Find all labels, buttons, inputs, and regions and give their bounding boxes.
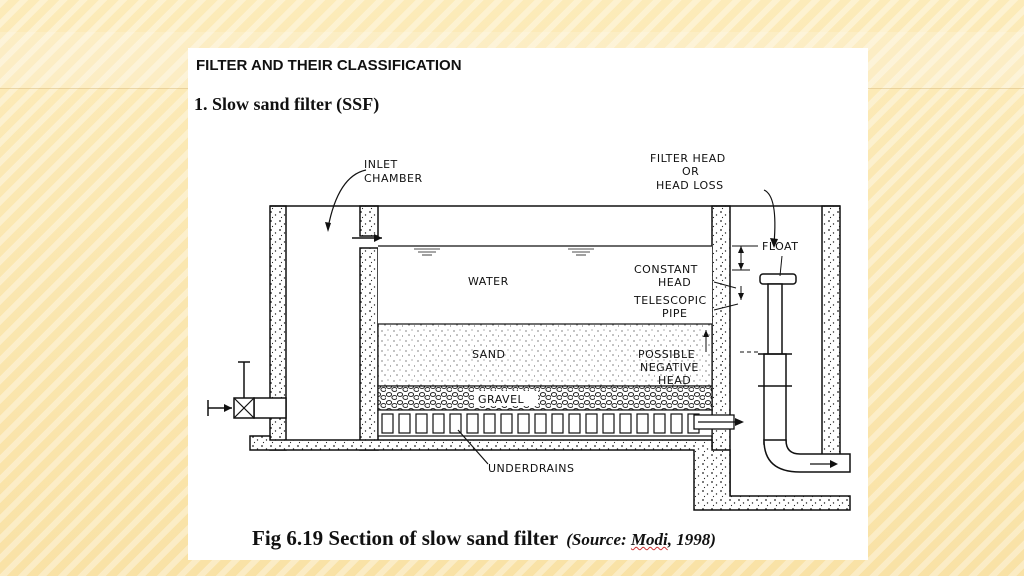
label-sand: SAND <box>472 348 505 361</box>
label-negative-head: POSSIBLE <box>638 348 695 361</box>
label-float: FLOAT <box>762 240 798 253</box>
underdrain-block <box>500 413 513 434</box>
underdrain-block <box>517 413 530 434</box>
underdrain-block <box>415 413 428 434</box>
source-author: Modi <box>630 530 668 549</box>
underdrain-block <box>636 413 649 434</box>
underdrain-block <box>398 413 411 434</box>
label-negative-head-2: NEGATIVE <box>640 361 699 374</box>
label-constant-head: CONSTANT <box>634 263 698 276</box>
underdrain-block <box>381 413 394 434</box>
label-inlet-chamber: INLET <box>364 158 398 171</box>
label-filter-head: FILTER HEAD <box>650 152 726 165</box>
label-head-loss: HEAD LOSS <box>656 179 724 192</box>
water-layer <box>378 246 712 324</box>
gravel-layer <box>377 385 713 411</box>
inlet-pipe <box>253 397 287 419</box>
inlet-divider-top <box>359 205 379 237</box>
underdrain-block <box>466 413 479 434</box>
label-underdrains: UNDERDRAINS <box>488 462 575 475</box>
underdrain-block <box>619 413 632 434</box>
telescopic-pipe <box>763 353 787 445</box>
label-telescopic-pipe: TELESCOPIC <box>633 294 707 307</box>
label-filter-head-or: OR <box>682 165 699 178</box>
float <box>759 273 797 285</box>
inlet-divider-wall <box>359 247 379 451</box>
underdrain-block <box>483 413 496 434</box>
label-constant-head-2: HEAD <box>658 276 691 289</box>
underdrain-block <box>449 413 462 434</box>
slide-heading: FILTER AND THEIR CLASSIFICATION <box>196 57 462 74</box>
label-water: WATER <box>468 275 509 288</box>
source-suffix: , 1998) <box>667 530 716 549</box>
label-telescopic-pipe-2: PIPE <box>662 307 687 320</box>
underdrain-block <box>534 413 547 434</box>
source-prefix: (Source: <box>566 530 631 549</box>
underdrain-block <box>568 413 581 434</box>
underdrain-block <box>551 413 564 434</box>
underdrain-block <box>653 413 666 434</box>
outlet-chamber-wall <box>821 205 841 459</box>
label-negative-head-3: HEAD <box>658 374 691 387</box>
sand-layer <box>377 323 713 387</box>
label-inlet-chamber-2: CHAMBER <box>364 172 423 185</box>
label-gravel: GRAVEL <box>478 393 525 406</box>
caption-source: (Source: Modi, 1998) <box>566 530 716 549</box>
underdrain-block <box>585 413 598 434</box>
caption-text: Fig 6.19 Section of slow sand filter <box>252 526 559 550</box>
underdrain-block <box>432 413 445 434</box>
slow-sand-filter-diagram: INLET CHAMBER FILTER HEAD OR HEAD LOSS F… <box>207 152 851 511</box>
underdrain-block <box>602 413 615 434</box>
slide-subheading: 1. Slow sand filter (SSF) <box>194 94 380 114</box>
figure-caption: Fig 6.19 Section of slow sand filter (Sou… <box>252 526 716 551</box>
figure-card: FILTER AND THEIR CLASSIFICATION 1. Slow … <box>188 48 868 560</box>
base-slab <box>249 435 851 511</box>
underdrain-block <box>670 413 683 434</box>
